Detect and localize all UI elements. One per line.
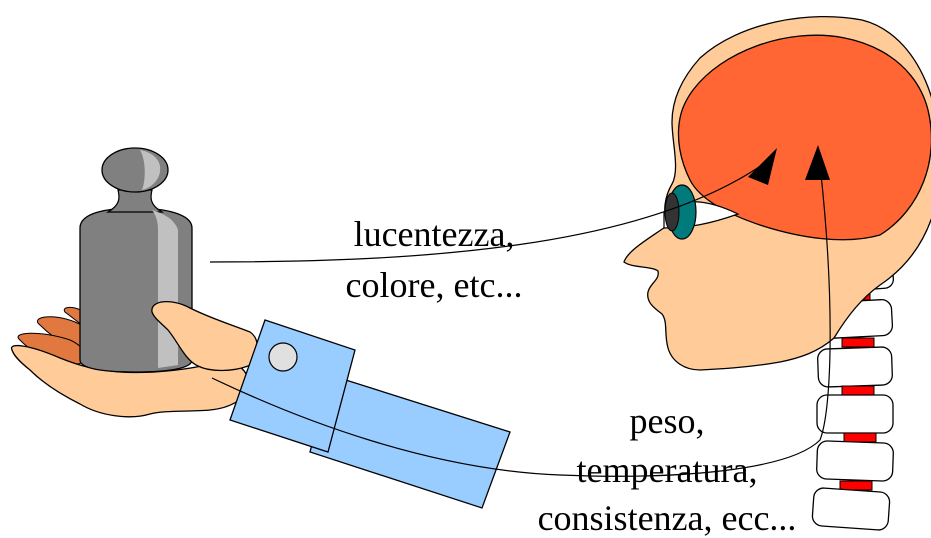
spinal-disc — [842, 386, 874, 395]
sleeve — [230, 320, 510, 508]
pupil — [665, 193, 679, 231]
vertebra — [817, 395, 893, 433]
vertebra — [816, 441, 893, 482]
spinal-disc — [844, 433, 876, 442]
vision-label-line-2: colore, etc... — [346, 265, 523, 305]
vision-label-line-1: lucentezza, — [354, 214, 515, 254]
weight-neck — [108, 190, 162, 212]
touch-label-line-2: temperatura, — [577, 450, 758, 490]
cuff-button — [269, 343, 297, 371]
touch-label-line-3: consistenza, ecc... — [538, 498, 797, 538]
touch-label-line-1: peso, — [630, 401, 705, 441]
spinal-disc — [842, 338, 874, 347]
spinal-disc — [840, 481, 872, 490]
vertebra — [812, 487, 890, 530]
